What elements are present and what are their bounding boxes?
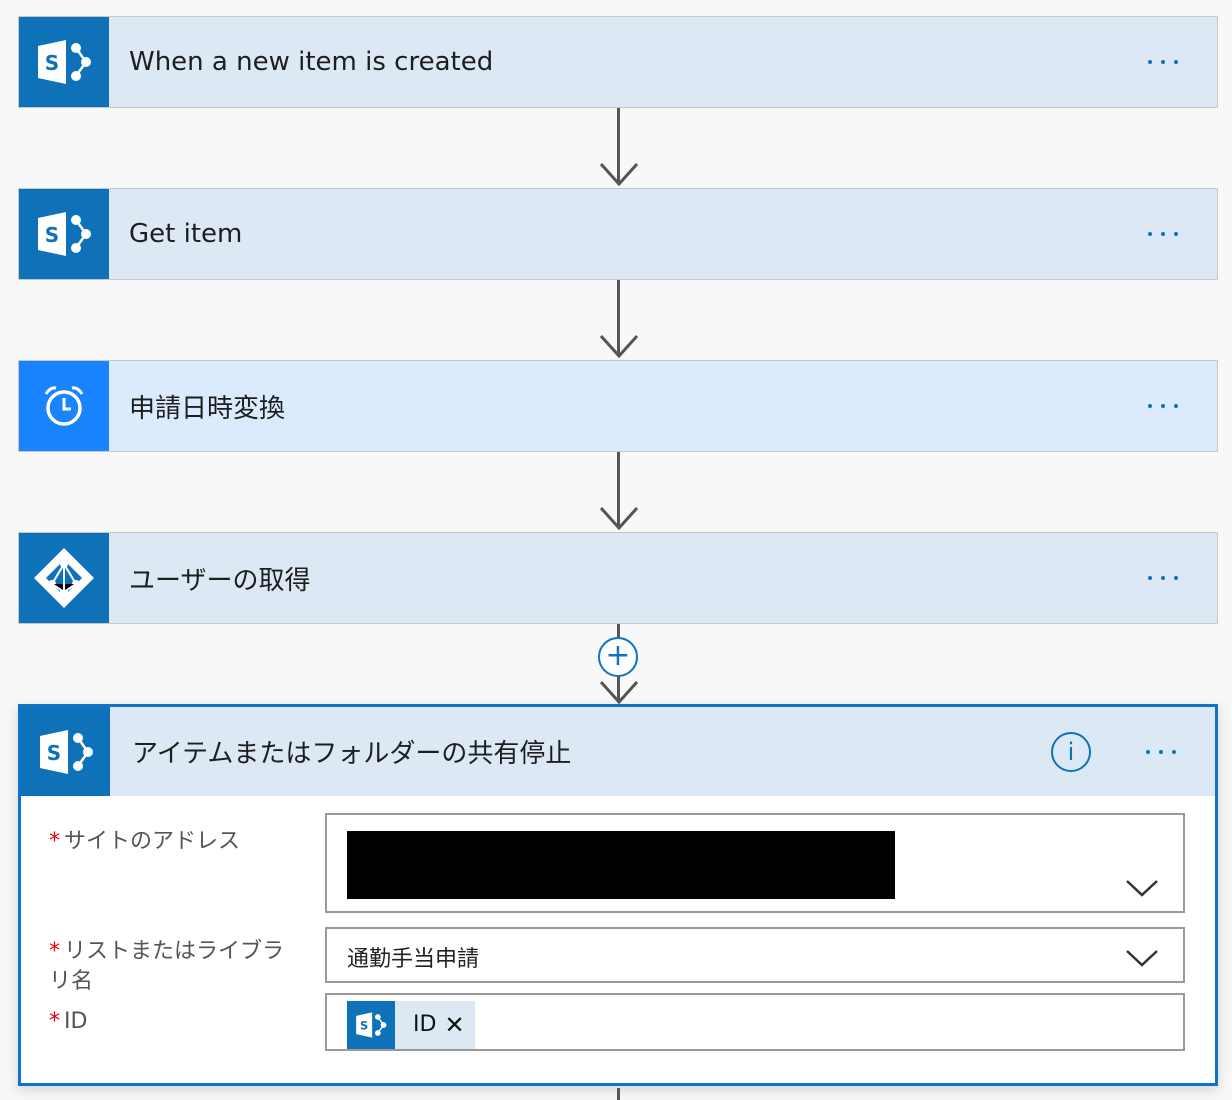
step-title: ユーザーの取得 bbox=[129, 565, 311, 596]
list-name-value: 通勤手当申請 bbox=[347, 947, 480, 972]
action-title: アイテムまたはフォルダーの共有停止 bbox=[132, 739, 572, 769]
step-title: When a new item is created bbox=[129, 47, 494, 77]
sharepoint-icon bbox=[347, 1001, 395, 1049]
more-options-button[interactable] bbox=[1123, 214, 1203, 254]
site-address-label: *サイトのアドレス bbox=[49, 829, 241, 854]
azure-ad-icon bbox=[19, 533, 109, 623]
list-name-label: *リストまたはライブラリ名 bbox=[49, 939, 285, 994]
arrow-down-icon bbox=[599, 334, 639, 358]
step-card-get-item[interactable]: Get item bbox=[18, 188, 1218, 280]
sharepoint-icon bbox=[19, 17, 109, 107]
info-icon[interactable]: i bbox=[1051, 731, 1091, 772]
chevron-down-icon bbox=[1126, 950, 1158, 967]
step-card-get-user[interactable]: ユーザーの取得 bbox=[18, 532, 1218, 624]
insert-step-button[interactable]: + bbox=[598, 637, 638, 677]
more-options-button[interactable] bbox=[1121, 732, 1201, 772]
id-input[interactable]: ID ✕ bbox=[325, 993, 1185, 1051]
step-title: 申請日時変換 bbox=[129, 393, 286, 424]
action-header[interactable]: アイテムまたはフォルダーの共有停止 i bbox=[21, 707, 1215, 796]
sharepoint-icon bbox=[19, 189, 109, 279]
more-options-button[interactable] bbox=[1123, 558, 1203, 598]
alarm-clock-icon bbox=[19, 361, 109, 451]
id-label: *ID bbox=[49, 1009, 88, 1034]
arrow-down-icon bbox=[599, 506, 639, 530]
chevron-down-icon bbox=[1126, 880, 1158, 897]
step-card-convert-time[interactable]: 申請日時変換 bbox=[18, 360, 1218, 452]
more-options-button[interactable] bbox=[1123, 386, 1203, 426]
arrow-down-icon bbox=[599, 162, 639, 186]
site-address-dropdown[interactable] bbox=[325, 813, 1185, 913]
sharepoint-icon bbox=[21, 707, 110, 796]
token-label: ID bbox=[413, 1012, 437, 1037]
action-card-stop-sharing: アイテムまたはフォルダーの共有停止 i *サイトのアドレス *リストまたはライブ… bbox=[18, 704, 1218, 1086]
arrow-down-icon bbox=[599, 680, 639, 704]
step-card-trigger[interactable]: When a new item is created bbox=[18, 16, 1218, 108]
list-name-dropdown[interactable]: 通勤手当申請 bbox=[325, 927, 1185, 983]
step-title: Get item bbox=[129, 219, 243, 249]
dynamic-content-token[interactable]: ID ✕ bbox=[347, 1001, 475, 1049]
redacted-block bbox=[347, 831, 895, 899]
remove-token-icon[interactable]: ✕ bbox=[444, 1011, 465, 1039]
more-options-button[interactable] bbox=[1123, 42, 1203, 82]
